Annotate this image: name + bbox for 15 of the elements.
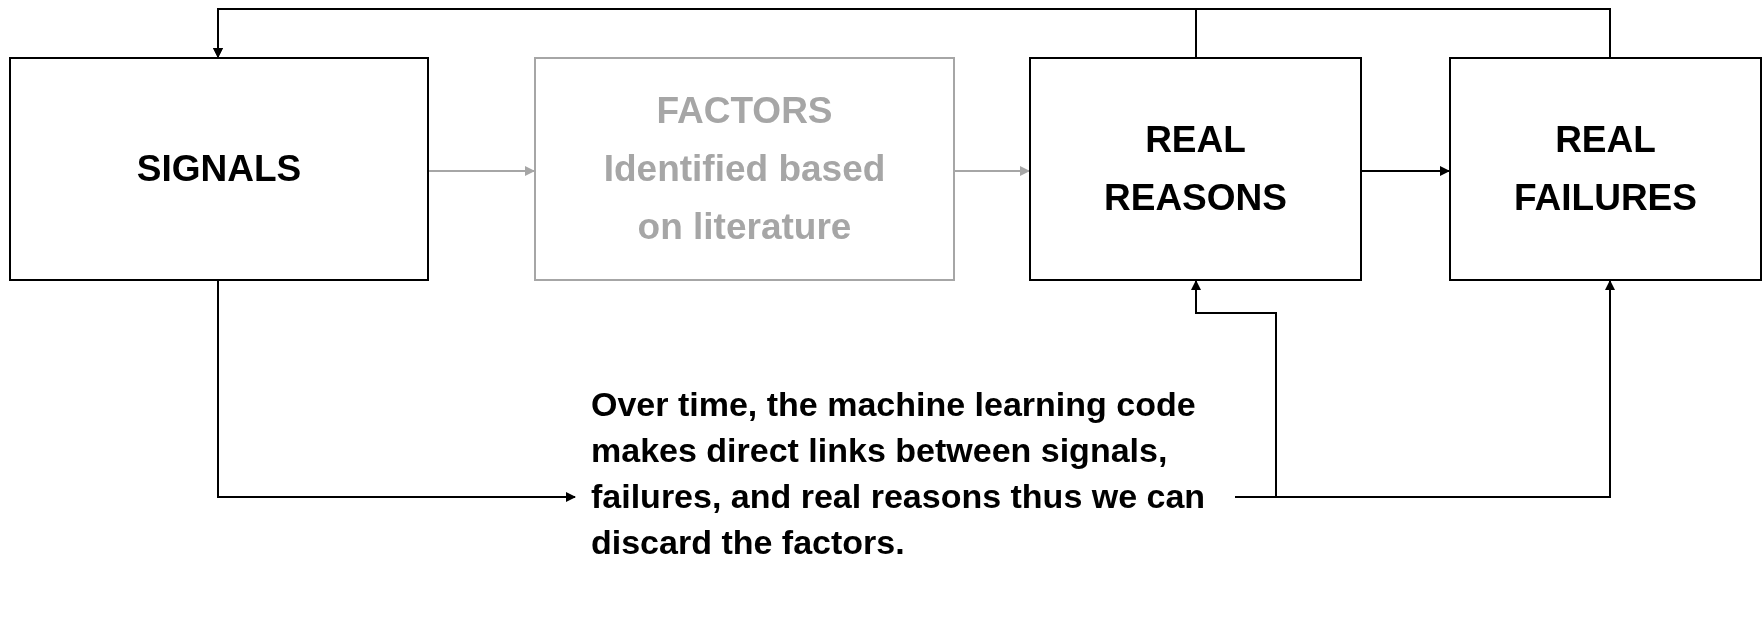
arrow (954, 166, 1030, 176)
arrow (217, 280, 576, 502)
box-label: FACTORS Identified based on literature (602, 89, 887, 249)
arrow (428, 166, 535, 176)
box-label: REAL FAILURES (1513, 118, 1698, 220)
box-label: SIGNALS (136, 147, 302, 191)
arrow (1361, 166, 1450, 176)
process-box (534, 57, 955, 281)
process-box (1449, 57, 1762, 281)
note-text: Over time, the machine learning code makes direct links between signals, failures, and real reasons thus we can discard the factors. (591, 384, 1207, 563)
box-label: REAL REASONS (1103, 118, 1288, 220)
arrow (1191, 280, 1277, 498)
process-box (9, 57, 429, 281)
process-box (1029, 57, 1362, 281)
arrow (213, 8, 1611, 58)
